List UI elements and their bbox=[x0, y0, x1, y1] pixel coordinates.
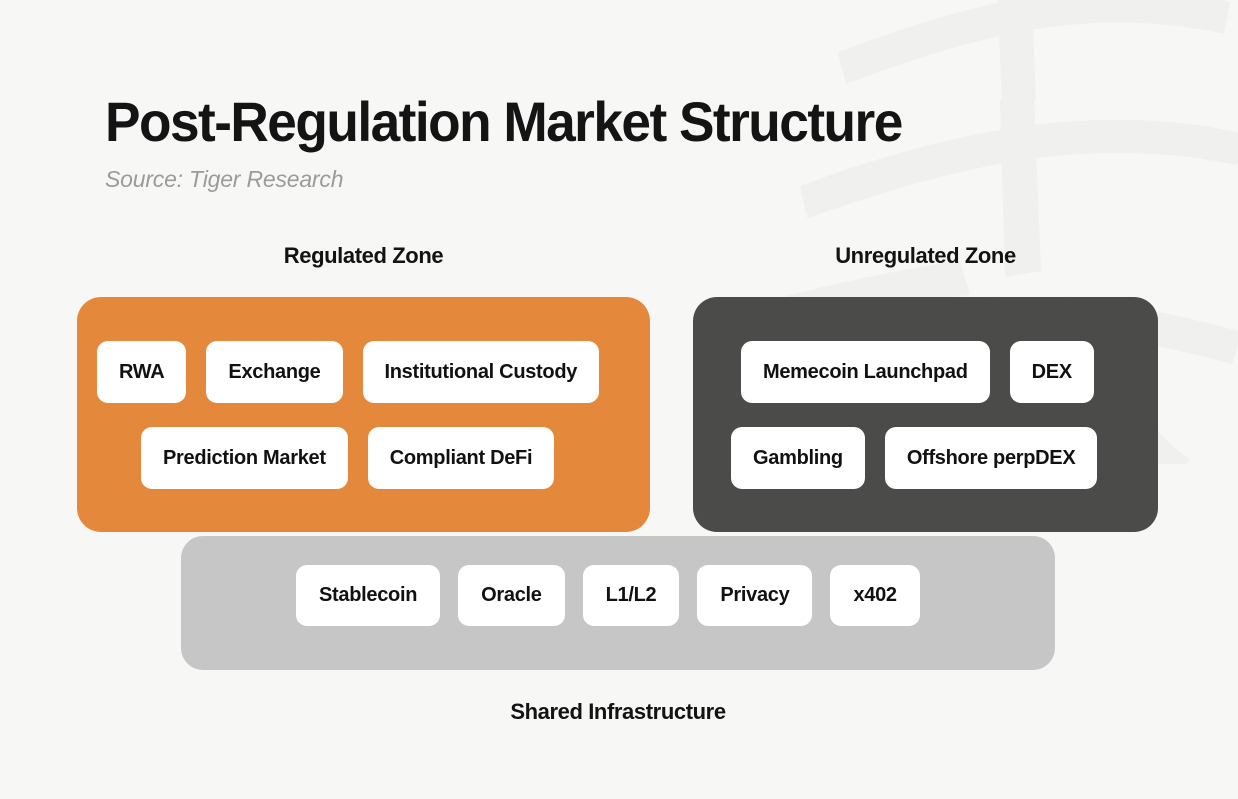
unregulated-zone-row-1: Memecoin Launchpad DEX bbox=[741, 341, 1094, 403]
chip-dex[interactable]: DEX bbox=[1009, 341, 1094, 403]
chip-x402[interactable]: x402 bbox=[830, 565, 920, 626]
chip-institutional-custody[interactable]: Institutional Custody bbox=[362, 341, 600, 403]
source-attribution: Source: Tiger Research bbox=[105, 166, 344, 192]
chip-gambling[interactable]: Gambling bbox=[731, 427, 865, 489]
chip-rwa[interactable]: RWA bbox=[97, 341, 187, 403]
chip-memecoin-launchpad[interactable]: Memecoin Launchpad bbox=[741, 341, 990, 403]
chip-prediction-market[interactable]: Prediction Market bbox=[141, 427, 348, 489]
chip-exchange[interactable]: Exchange bbox=[206, 341, 343, 403]
chip-privacy[interactable]: Privacy bbox=[697, 565, 813, 626]
unregulated-zone-label: Unregulated Zone bbox=[835, 243, 1016, 268]
shared-infrastructure-label: Shared Infrastructure bbox=[510, 699, 726, 724]
shared-infrastructure-row: Stablecoin Oracle L1/L2 Privacy x402 bbox=[296, 565, 920, 626]
unregulated-zone-row-2: Gambling Offshore perpDEX bbox=[731, 427, 1098, 489]
chip-offshore-perpdex[interactable]: Offshore perpDEX bbox=[884, 427, 1098, 489]
chip-stablecoin[interactable]: Stablecoin bbox=[296, 565, 441, 626]
regulated-zone bbox=[77, 297, 650, 532]
regulated-zone-label: Regulated Zone bbox=[283, 243, 444, 268]
chip-l1-l2[interactable]: L1/L2 bbox=[582, 565, 680, 626]
chip-oracle[interactable]: Oracle bbox=[458, 565, 565, 626]
chip-compliant-defi[interactable]: Compliant DeFi bbox=[367, 427, 555, 489]
unregulated-zone bbox=[693, 297, 1158, 532]
page-title: Post-Regulation Market Structure bbox=[105, 90, 903, 153]
regulated-zone-row-1: RWA Exchange Institutional Custody bbox=[97, 341, 600, 403]
regulated-zone-row-2: Prediction Market Compliant DeFi bbox=[141, 427, 555, 489]
